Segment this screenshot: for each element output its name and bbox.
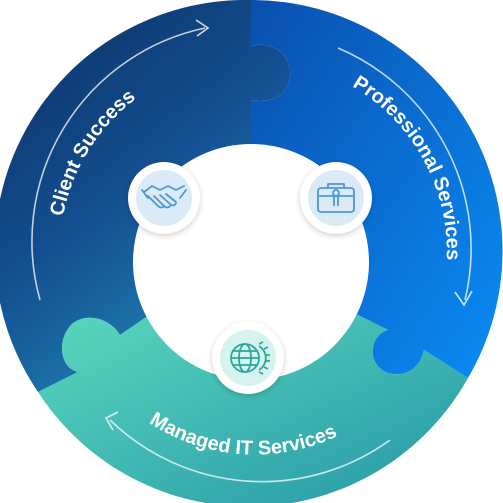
arrow-head-client bbox=[195, 19, 210, 37]
client-success-badge bbox=[128, 162, 200, 234]
arrow-head-professional bbox=[454, 290, 473, 307]
professional-services-badge bbox=[300, 162, 372, 234]
arrow-client-success bbox=[31, 27, 206, 301]
arrow-professional-services bbox=[337, 47, 472, 301]
segment-professional-services bbox=[251, 0, 503, 378]
toolbox-icon bbox=[317, 183, 355, 213]
handshake-icon bbox=[141, 185, 187, 209]
arrow-managed-it bbox=[109, 419, 391, 483]
managed-it-badge bbox=[212, 322, 284, 394]
segment-managed-it-services bbox=[38, 312, 468, 503]
arrow-head-managed bbox=[104, 411, 119, 431]
globe-gear-icon bbox=[230, 341, 270, 375]
